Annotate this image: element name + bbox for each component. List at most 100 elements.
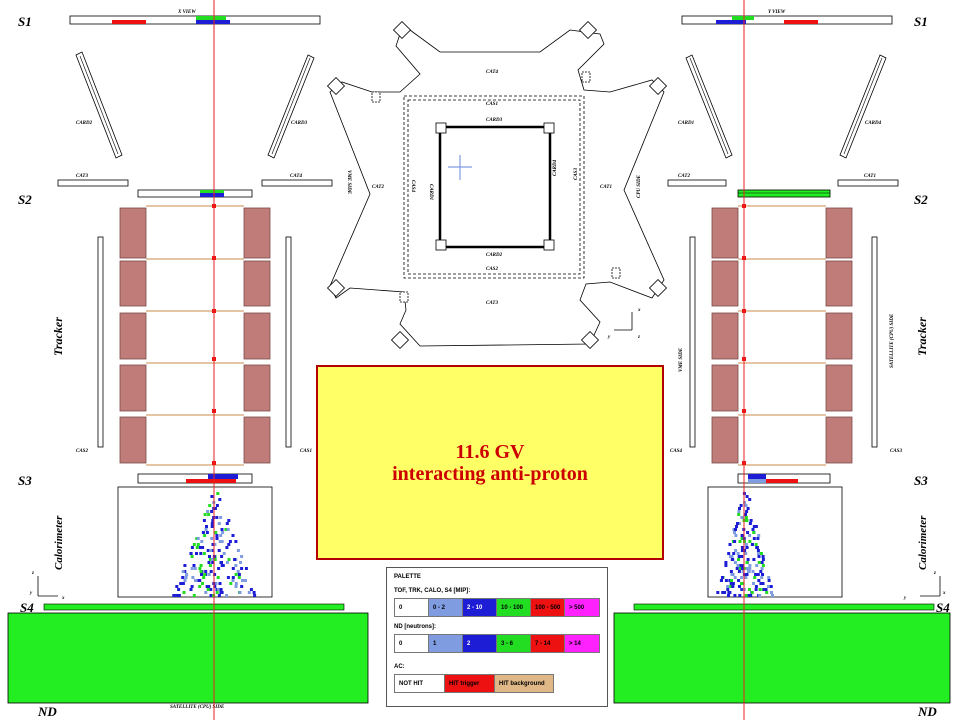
nd-right: [613, 612, 951, 704]
calorimeter-hit: [728, 591, 732, 594]
calorimeter-hit: [236, 549, 240, 552]
calorimeter-left-label: Calorimeter: [53, 515, 65, 570]
calorimeter-hit: [740, 588, 744, 591]
calorimeter-hit: [210, 495, 214, 498]
calorimeter-hit: [749, 519, 753, 522]
calorimeter-hit: [215, 591, 219, 594]
calorimeter-hit: [240, 585, 244, 588]
calorimeter-hit: [244, 567, 248, 570]
calorimeter-hit: [758, 594, 762, 597]
s2-left-label: S2: [18, 192, 32, 207]
calorimeter-hit: [217, 567, 221, 570]
axis-y-center-label: y: [607, 335, 611, 340]
cat2-right-label: CAT2: [678, 174, 690, 179]
calorimeter-hit: [208, 504, 212, 507]
calorimeter-hit: [743, 549, 747, 552]
palette-nd-cell: > 14: [565, 635, 599, 652]
cas1-center-label: CAS1: [486, 102, 498, 107]
calorimeter-hit: [199, 564, 203, 567]
calorimeter-hit: [738, 567, 742, 570]
calorimeter-hit: [213, 543, 217, 546]
calorimeter-hit: [217, 549, 221, 552]
calorimeter-hit: [724, 579, 728, 582]
calorimeter-hit: [231, 534, 235, 537]
cat3-center-label: CAT3: [486, 301, 498, 306]
calorimeter-hit: [211, 561, 215, 564]
calorimeter-hit: [182, 591, 186, 594]
calorimeter-hit: [215, 516, 219, 519]
calorimeter-hit: [744, 513, 747, 516]
calorimeter-hit: [735, 567, 739, 570]
calorimeter-hit: [743, 501, 747, 504]
calorimeter-hit: [755, 564, 759, 567]
calorimeter-hit: [721, 576, 724, 579]
calorimeter-hit: [207, 585, 211, 588]
s4-left-label: S4: [20, 600, 34, 615]
calorimeter-hit: [731, 558, 735, 561]
calorimeter-hit: [210, 522, 214, 525]
calorimeter-hit: [192, 594, 196, 597]
calorimeter-hit: [181, 576, 185, 579]
calorimeter-hit: [201, 531, 205, 534]
calorimeter-hit: [238, 591, 242, 594]
calorimeter-hit: [214, 582, 218, 585]
calorimeter-hit: [204, 528, 208, 531]
calorimeter-hit: [226, 576, 230, 579]
calorimeter-hit: [231, 567, 235, 570]
calorimeter-hit: [215, 534, 219, 537]
calorimeter-hit: [752, 531, 756, 534]
calorimeter-hit: [752, 525, 756, 528]
axis-x-left-label: x: [61, 596, 65, 601]
calorimeter-hit: [190, 546, 194, 549]
calorimeter-right-hits: [716, 492, 774, 597]
palette-ac-cell: HIT trigger: [445, 675, 495, 692]
calorimeter-hit: [757, 579, 761, 582]
calorimeter-hit: [206, 549, 210, 552]
calorimeter-hit: [770, 591, 773, 594]
calorimeter-hit: [221, 531, 225, 534]
card4-right-label: CARD4: [865, 121, 882, 126]
calorimeter-hit: [218, 498, 222, 501]
calorimeter-hit: [192, 543, 196, 546]
calorimeter-hit: [761, 564, 765, 567]
s4-right: [633, 603, 935, 611]
calorimeter-hit: [727, 594, 730, 597]
calorimeter-hit: [730, 555, 734, 558]
calorimeter-hit: [208, 558, 212, 561]
calorimeter-hit: [760, 567, 764, 570]
calorimeter-hit: [224, 528, 228, 531]
calorimeter-hit: [760, 561, 764, 564]
calorimeter-hit: [234, 540, 238, 543]
calorimeter-hit: [761, 582, 765, 585]
calorimeter-hit: [745, 510, 749, 513]
calorimeter-hit: [234, 564, 238, 567]
calorimeter-hit: [759, 582, 763, 585]
calorimeter-hit: [761, 555, 765, 558]
cat1-center-label: CAT1: [600, 185, 612, 190]
calorimeter-hit: [205, 525, 208, 528]
palette-ac-cell: NOT HIT: [395, 675, 445, 692]
calorimeter-hit: [217, 594, 221, 597]
calorimeter-hit: [724, 561, 728, 564]
calorimeter-hit: [218, 540, 222, 543]
calorimeter-left: [117, 486, 273, 598]
calorimeter-hit: [754, 588, 758, 591]
calorimeter-hit: [185, 573, 189, 576]
calorimeter-hit: [746, 507, 750, 510]
calorimeter-hit: [752, 558, 756, 561]
calorimeter-hit: [231, 579, 235, 582]
calorimeter-hit: [252, 591, 256, 594]
calorimeter-hit: [752, 582, 755, 585]
palette-tof-cell: 10 - 100: [497, 599, 531, 616]
calorimeter-left-hits: [172, 492, 257, 597]
calorimeter-hit: [728, 555, 732, 558]
calorimeter-hit: [172, 594, 176, 597]
calorimeter-hit: [726, 588, 730, 591]
palette-tof-cell: > 500: [565, 599, 599, 616]
tracker-right: CAS4 CAS3: [670, 204, 902, 466]
tracker-right-label: Tracker: [915, 317, 929, 356]
palette-nd-cell: 1: [429, 635, 463, 652]
calorimeter-hit: [745, 561, 749, 564]
